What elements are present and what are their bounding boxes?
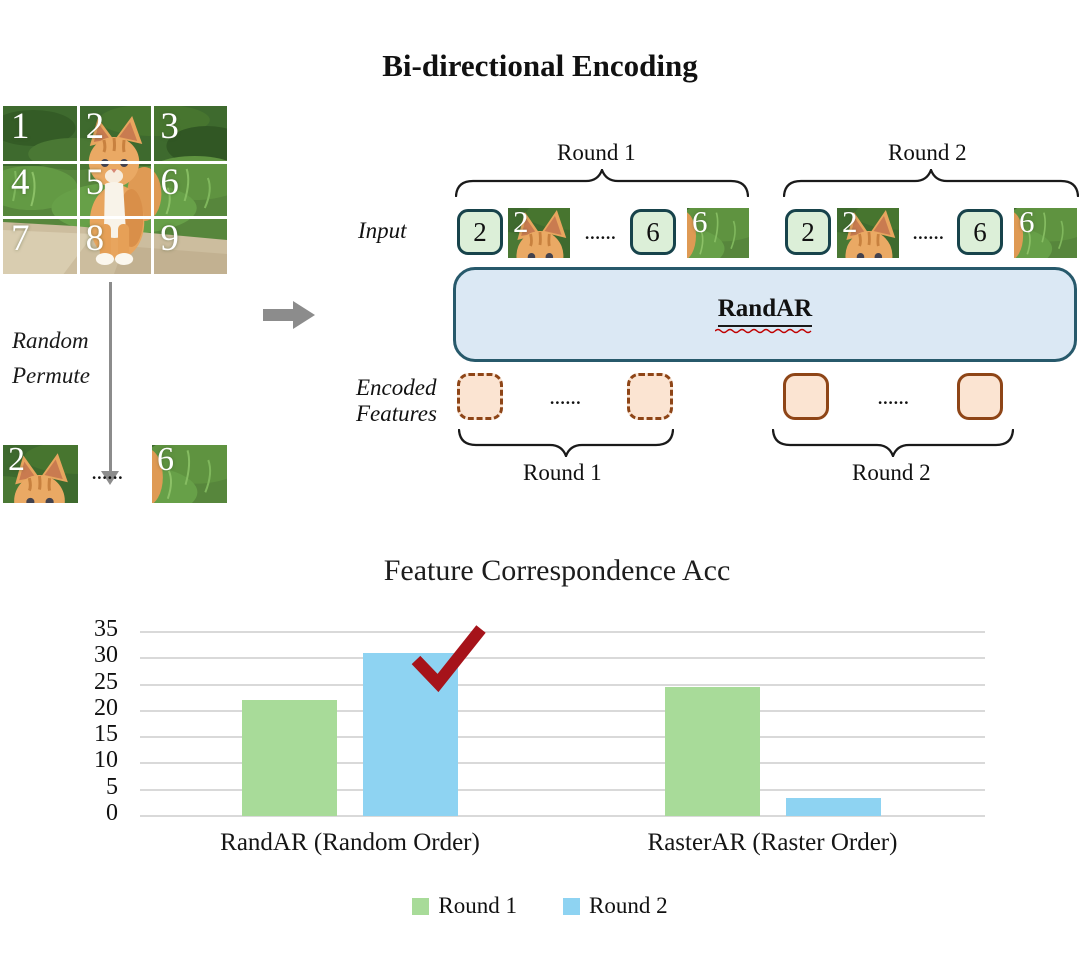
- chart-gridline: [140, 762, 985, 765]
- x-axis-category-label: RandAR (Random Order): [220, 829, 480, 856]
- grid-divider: [3, 216, 227, 220]
- randar-model-box: RandAR: [453, 267, 1077, 362]
- y-axis-tick-label: 35: [94, 616, 118, 642]
- encoded-feature-solid-2: [957, 373, 1003, 420]
- input-patch-6-round1: 6: [687, 208, 749, 258]
- chart-title: Feature Correspondence Acc: [383, 554, 731, 587]
- input-token-2-round2: 2: [785, 209, 831, 255]
- input-patch-2-round1: 2: [508, 208, 570, 258]
- grid-divider: [77, 106, 81, 274]
- input-patch-6-round2: 6: [1014, 208, 1077, 258]
- grid-divider: [151, 106, 155, 274]
- encoded-feature-solid-1: [783, 373, 829, 420]
- legend-label: Round 1: [438, 893, 517, 918]
- grid-cell-number: 5: [85, 161, 105, 203]
- diagram-title: Bi-directional Encoding: [382, 48, 698, 83]
- random-permute-line2: Permute: [12, 362, 90, 388]
- patch-number: 6: [692, 208, 708, 239]
- input-label: Input: [358, 218, 407, 243]
- patch-number: 2: [513, 208, 529, 239]
- encoded-features-label: Encoded Features: [356, 375, 437, 427]
- checkmark-icon: [411, 625, 486, 693]
- ellipsis: ......: [550, 389, 582, 408]
- input-token-6-round2: 6: [957, 209, 1003, 255]
- round1-output-brace: [458, 429, 674, 457]
- permuted-patch-2: 2: [3, 445, 78, 503]
- legend-item: Round 2: [563, 893, 668, 919]
- patch-number: 2: [8, 445, 25, 478]
- grid-cell-number: 3: [160, 106, 179, 147]
- x-axis-category-label: RasterAR (Raster Order): [647, 829, 898, 856]
- spellcheck-squiggle-icon: [715, 328, 812, 334]
- chart-gridline: [140, 736, 985, 739]
- ellipsis: ......: [585, 224, 617, 243]
- encoded-label-line2: Features: [356, 401, 437, 426]
- y-axis-tick-label: 30: [94, 642, 118, 669]
- grid-divider: [3, 160, 227, 164]
- grid-cell-number: 2: [85, 106, 105, 147]
- legend-swatch-icon: [563, 897, 580, 915]
- encoded-label-line1: Encoded: [356, 375, 437, 400]
- grid-cell-number: 7: [11, 217, 30, 259]
- permute-arrow-shaft: [109, 282, 112, 472]
- grid-cell-number: 4: [11, 161, 30, 203]
- chart-legend: Round 1 Round 2: [0, 893, 1080, 919]
- random-permute-line1: Random: [12, 328, 89, 353]
- encoded-feature-dashed-1: [457, 373, 503, 420]
- grid-cell-number: 8: [85, 217, 105, 259]
- y-axis-tick-label: 15: [94, 721, 118, 748]
- encoded-feature-dashed-2: [627, 373, 673, 420]
- token-number: 2: [473, 216, 487, 247]
- round1-top-label: Round 1: [557, 140, 636, 165]
- patch-number: 6: [157, 445, 174, 478]
- grid-cell-number: 9: [160, 217, 179, 259]
- input-patch-2-round2: 2: [837, 208, 899, 258]
- randar-label: RandAR: [717, 295, 813, 327]
- input-token-6-round1: 6: [630, 209, 676, 255]
- y-axis-tick-label: 25: [94, 668, 118, 695]
- chart-gridline: [140, 709, 985, 712]
- chart-gridline: [140, 631, 985, 633]
- y-axis-tick-label: 10: [94, 747, 118, 774]
- random-permute-label: Random Permute: [12, 324, 90, 393]
- round1-input-brace: [455, 169, 749, 197]
- bar-round1-cat2: [664, 687, 760, 816]
- legend-label: Round 2: [589, 893, 668, 918]
- patch-number: 2: [842, 208, 858, 239]
- legend-item: Round 1: [412, 893, 517, 919]
- bar-round1-cat1: [242, 700, 337, 816]
- token-number: 6: [646, 216, 660, 247]
- permute-arrow-head-icon: [101, 471, 119, 485]
- ellipsis: ......: [878, 389, 910, 408]
- ellipsis: ......: [92, 464, 124, 483]
- y-axis-tick-label: 5: [106, 773, 118, 800]
- permuted-patch-6: 6: [152, 445, 227, 503]
- flow-arrow-icon: [263, 301, 315, 329]
- grid-cell-number: 6: [160, 161, 179, 203]
- chart-gridline: [140, 683, 985, 686]
- chart-gridline: [140, 657, 985, 660]
- chart-gridline: [140, 815, 985, 817]
- bar-round2-cat2: [785, 797, 881, 816]
- round1-bottom-label: Round 1: [523, 460, 602, 485]
- token-number: 6: [973, 216, 987, 247]
- grid-cell-number: 1: [11, 106, 30, 147]
- token-number: 2: [801, 216, 815, 247]
- y-axis-tick-label: 0: [106, 800, 118, 826]
- input-token-2-round1: 2: [457, 209, 503, 255]
- round2-bottom-label: Round 2: [852, 460, 931, 485]
- round2-top-label: Round 2: [888, 140, 967, 165]
- round2-output-brace: [772, 429, 1014, 457]
- patch-number: 6: [1019, 208, 1035, 239]
- chart-gridline: [140, 788, 985, 791]
- numbered-cat-grid: 1 2 3 4 5 6 7 8 9: [3, 106, 227, 274]
- y-axis-tick-label: 20: [94, 694, 118, 721]
- ellipsis: ......: [913, 224, 945, 243]
- legend-swatch-icon: [412, 897, 430, 915]
- round2-input-brace: [783, 169, 1079, 197]
